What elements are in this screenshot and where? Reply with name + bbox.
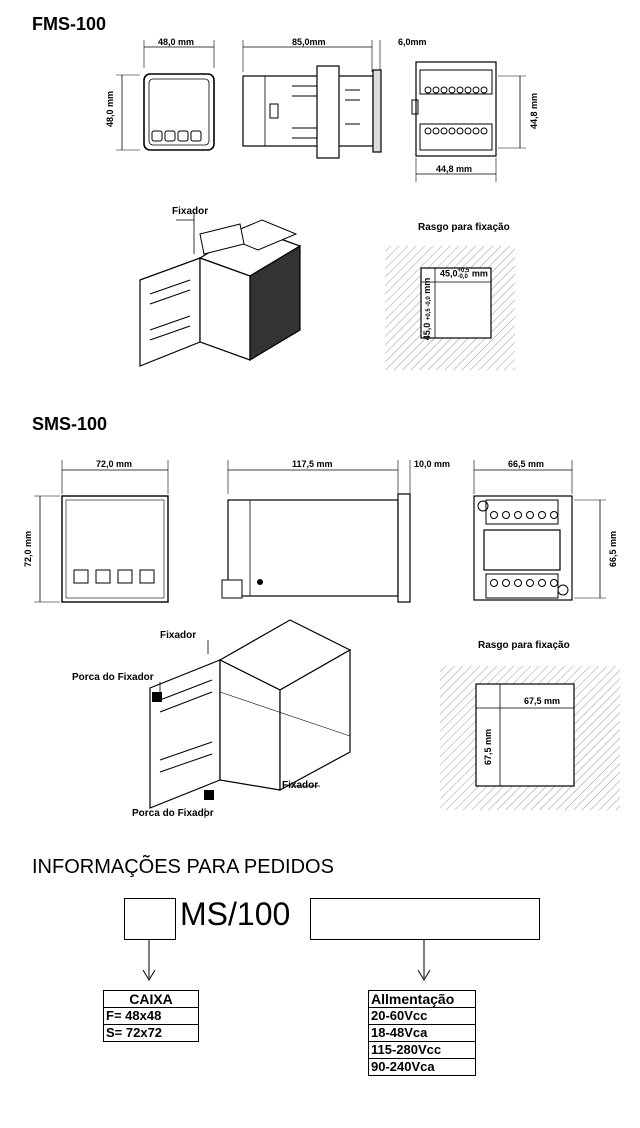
- sms-rasgo-title: Rasgo para fixação: [478, 640, 570, 651]
- fms-panel: 6,0mm: [398, 37, 427, 47]
- caixa-row: S= 72x72: [103, 1024, 199, 1042]
- alimentacao-row: 18-48Vca: [368, 1024, 476, 1042]
- fms-rasgo-title: Rasgo para fixação: [418, 222, 510, 233]
- fms-cutout: [385, 246, 515, 370]
- sms-porca-bottom: Porca do Fixador: [132, 808, 214, 819]
- caixa-table: CAIXA F= 48x48 S= 72x72: [103, 990, 199, 1042]
- sms-rasgo-width: 67,5 mm: [524, 696, 561, 706]
- alimentacao-table: Allmentação 20-60Vcc 18-48Vca 115-280Vcc…: [368, 990, 476, 1076]
- fms-fixador-label: Fixador: [172, 206, 209, 217]
- caixa-row: F= 48x48: [103, 1007, 199, 1025]
- model-name: MS/100: [180, 896, 291, 932]
- fms-title: FMS-100: [32, 14, 107, 34]
- sms-rear-view: [473, 460, 606, 601]
- sms-drawings: [34, 460, 620, 818]
- sms-front-view: [34, 460, 169, 603]
- alimentacao-select-box: [310, 898, 540, 940]
- fms-depth: 85,0mm: [292, 37, 326, 47]
- fms-front-view: [116, 40, 215, 151]
- order-title: INFORMAÇÕES PARA PEDIDOS: [32, 856, 334, 878]
- fms-rear-view: [411, 61, 526, 182]
- sms-depth: 117,5 mm: [292, 459, 333, 469]
- sms-iso-view: [149, 619, 352, 818]
- caixa-header: CAIXA: [103, 990, 199, 1008]
- alimentacao-header: Allmentação: [368, 990, 476, 1008]
- sms-fixador-top: Fixador: [160, 630, 197, 641]
- sms-fixador-bottom: Fixador: [282, 780, 319, 791]
- fms-rear-width: 44,8 mm: [436, 164, 473, 174]
- sms-cutout: [440, 666, 620, 810]
- sms-porca-top: Porca do Fixador: [72, 672, 154, 683]
- fms-front-width: 48,0 mm: [158, 37, 195, 47]
- sms-front-width: 72,0 mm: [96, 459, 133, 469]
- fms-rasgo-width: 45,0+0,5-0,0 mm: [440, 268, 488, 280]
- alimentacao-row: 20-60Vcc: [368, 1007, 476, 1025]
- sms-side-view: [221, 460, 411, 603]
- sms-rear-width: 66,5 mm: [508, 459, 545, 469]
- alimentacao-row: 115-280Vcc: [368, 1041, 476, 1059]
- fms-iso-view: [139, 212, 302, 367]
- caixa-select-box: [124, 898, 176, 940]
- fms-drawings: [116, 40, 526, 370]
- sms-panel: 10,0 mm: [414, 459, 451, 469]
- alimentacao-row: 90-240Vca: [368, 1058, 476, 1076]
- sms-title: SMS-100: [32, 414, 108, 434]
- fms-side-view: [242, 40, 382, 159]
